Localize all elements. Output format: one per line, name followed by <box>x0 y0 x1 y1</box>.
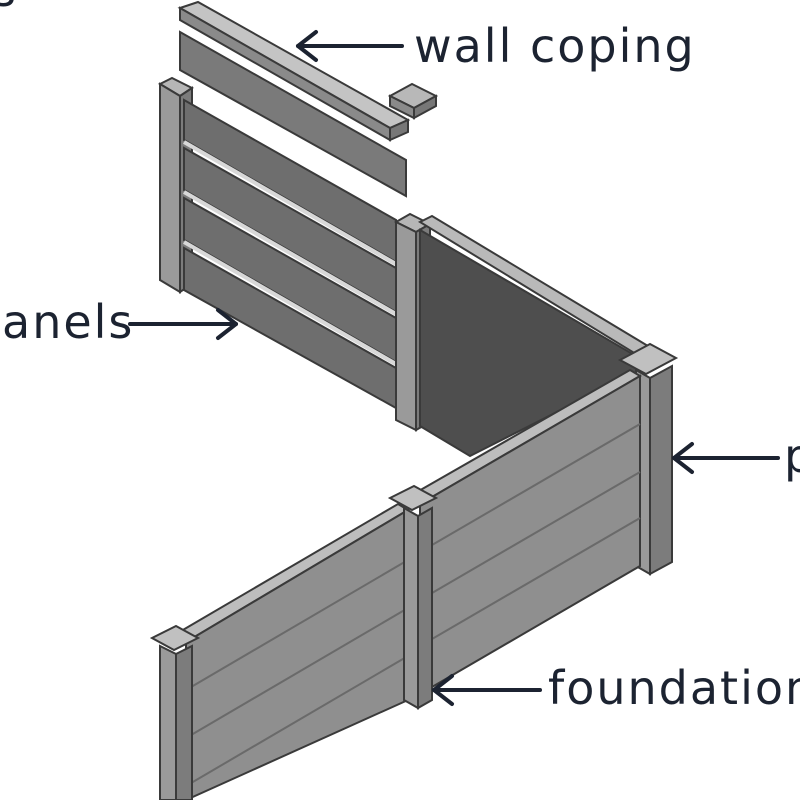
front-right-wall <box>408 368 642 696</box>
label-top-cut: s <box>0 0 18 17</box>
front-left-post <box>149 624 201 800</box>
arrow-wall-coping <box>296 30 404 62</box>
arrow-foundation <box>432 674 542 706</box>
arrow-post <box>672 442 780 474</box>
arrow-panels <box>128 308 238 340</box>
label-post: p <box>784 429 800 483</box>
label-wall-coping: wall coping <box>414 19 696 73</box>
middle-front-post <box>387 484 439 710</box>
label-foundation: foundation <box>548 661 800 715</box>
front-left-wall <box>174 502 410 800</box>
loose-panel <box>179 30 407 198</box>
wall-coping-strip <box>177 0 411 142</box>
label-panels: anels <box>2 295 134 349</box>
post-cap-piece <box>387 82 439 120</box>
